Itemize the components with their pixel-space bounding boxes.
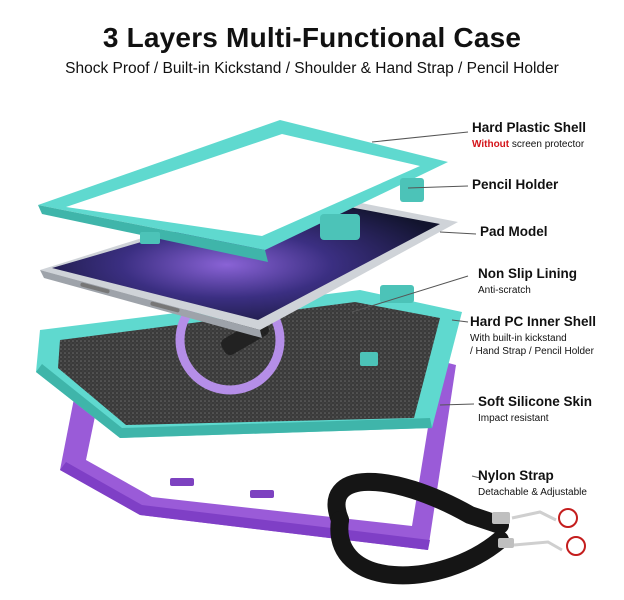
label-title: Pad Model: [480, 224, 548, 239]
hard-plastic-shell: [38, 120, 448, 262]
label-pad-model: Pad Model: [480, 224, 624, 239]
page-title: 3 Layers Multi-Functional Case: [102, 22, 522, 53]
label-pencil-holder: Pencil Holder: [472, 177, 622, 192]
label-title: Hard PC Inner Shell: [470, 314, 597, 329]
label-hard-pc-inner-shell: Hard PC Inner Shell With built-in kickst…: [470, 314, 620, 358]
label-nylon-strap: Nylon Strap Detachable & Adjustable: [478, 468, 624, 499]
label-title: Nylon Strap: [478, 468, 554, 483]
label-desc-rest: screen protector: [509, 139, 585, 150]
label-title: Pencil Holder: [472, 177, 559, 192]
label-title: Hard Plastic Shell: [472, 120, 587, 135]
label-title: Non Slip Lining: [478, 266, 577, 281]
label-soft-silicone-skin: Soft Silicone Skin Impact resistant: [478, 394, 624, 425]
label-desc-line1: With built-in kickstand: [470, 333, 567, 344]
nylon-strap: [327, 472, 586, 585]
label-non-slip-lining: Non Slip Lining Anti-scratch: [478, 266, 624, 297]
warning-text: Without: [472, 139, 510, 150]
label-desc: Impact resistant: [478, 413, 549, 424]
label-desc-line2: / Hand Strap / Pencil Holder: [470, 346, 594, 357]
label-desc: Without screen protector: [472, 138, 622, 151]
label-desc: Detachable & Adjustable: [478, 487, 587, 498]
label-desc: Anti-scratch: [478, 285, 531, 296]
callout-lines: [351, 131, 481, 479]
label-title: Soft Silicone Skin: [478, 394, 593, 409]
pencil-holder-slot: [320, 214, 360, 240]
hard-pc-inner-shell: [36, 285, 462, 438]
label-hard-plastic-shell: Hard Plastic Shell Without screen protec…: [472, 120, 622, 151]
page-subtitle: Shock Proof / Built-in Kickstand / Shoul…: [65, 60, 559, 77]
